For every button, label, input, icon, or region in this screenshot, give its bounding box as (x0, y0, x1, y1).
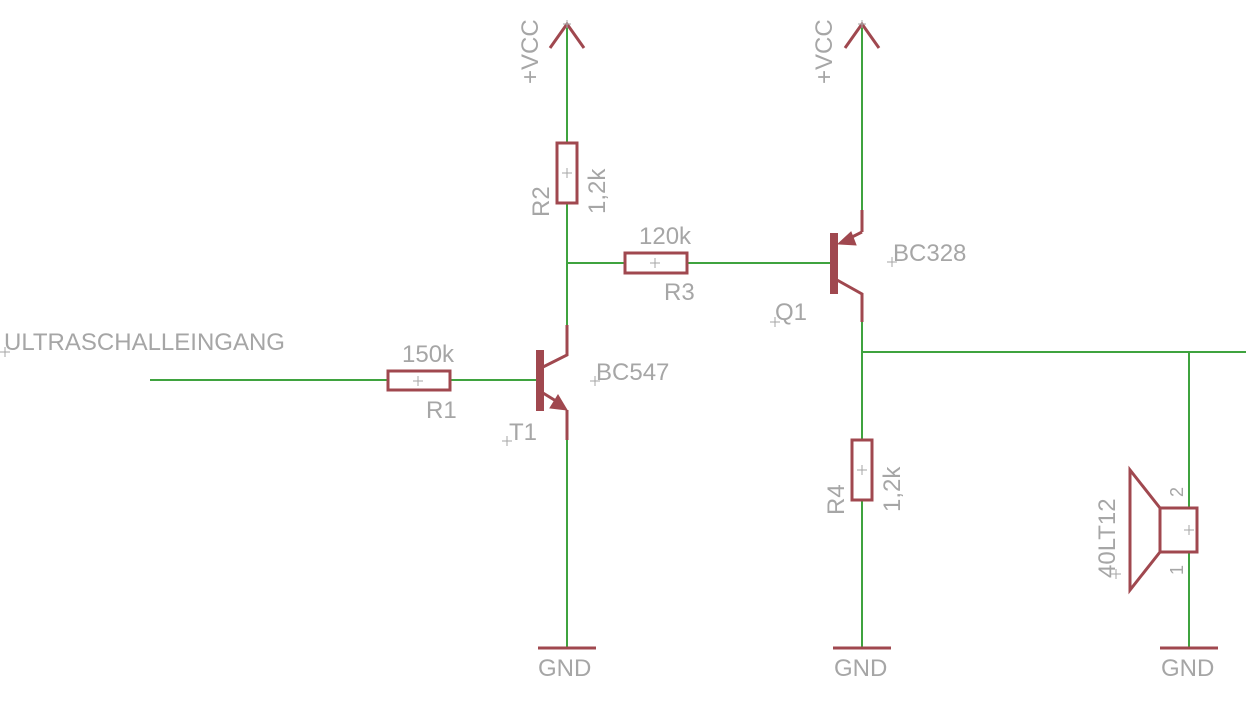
t1-value: BC547 (596, 359, 669, 386)
r4-resistor (850, 438, 874, 502)
r3-resistor (623, 251, 689, 275)
gnd1-label: GND (538, 655, 591, 682)
gnd2-label: GND (834, 655, 887, 682)
t1-name: T1 (509, 419, 537, 446)
q1-transistor (770, 210, 897, 327)
speaker-symbol (1111, 465, 1199, 595)
r1-name: R1 (426, 397, 457, 424)
speaker-pin-2: 2 (1167, 487, 1187, 497)
vcc2-label: +VCC (811, 19, 838, 84)
gnd3-label: GND (1161, 655, 1214, 682)
r2-value: 1,2k (584, 168, 611, 214)
t1-transistor (502, 325, 600, 446)
q1-value: BC328 (893, 240, 966, 267)
speaker-value: 40LT12 (1094, 498, 1121, 578)
r3-value: 120k (639, 223, 692, 250)
wires (150, 24, 1246, 648)
input-origin-mark (0, 347, 10, 357)
vcc1-label: +VCC (517, 19, 544, 84)
input-label: ULTRASCHALLEINGANG (4, 329, 285, 356)
q1-name: Q1 (775, 299, 807, 326)
r4-name: R4 (823, 484, 850, 515)
vcc2-symbol (843, 20, 881, 49)
r4-value: 1,2k (879, 466, 906, 512)
speaker-pin-1: 1 (1167, 565, 1187, 575)
vcc1-symbol (548, 20, 586, 49)
r2-resistor (555, 141, 579, 205)
r3-name: R3 (664, 279, 695, 306)
r2-name: R2 (528, 186, 555, 217)
r1-value: 150k (402, 341, 455, 368)
r1-resistor (386, 369, 452, 392)
